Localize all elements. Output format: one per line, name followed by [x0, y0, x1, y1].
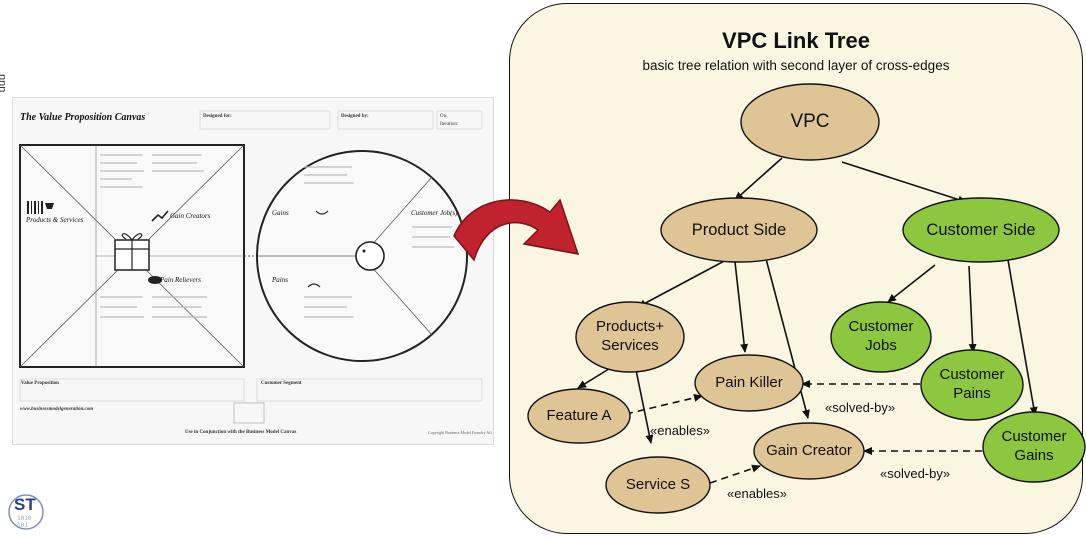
- edge-label-solved-by-2: «solved-by»: [880, 466, 951, 481]
- edge-product-ps: [637, 258, 729, 308]
- canvas-pain-relievers: Pain Relievers: [160, 276, 202, 284]
- canvas-on: On:: [440, 114, 448, 119]
- tree-title: VPC Link Tree: [722, 28, 870, 53]
- node-vpc-label: VPC: [790, 111, 830, 132]
- node-product-side: [660, 197, 818, 263]
- canvas-customer-jobs: Customer Job(s): [411, 209, 458, 217]
- node-pain-killer-label: Pain Killer: [715, 374, 783, 391]
- node-products-services-line1: Products+: [596, 318, 664, 335]
- node-service-s-label: Service S: [625, 476, 691, 493]
- node-customer-gains-label: Customer Gains: [983, 428, 1085, 466]
- canvas-gains: Gains: [272, 209, 289, 217]
- node-customer-jobs-line2: Jobs: [865, 336, 897, 354]
- canvas-drawing: [19, 110, 483, 424]
- canvas-footer: Use in Conjunction with the Business Mod…: [185, 430, 297, 435]
- red-curved-arrow-icon: [453, 198, 580, 262]
- edge-customer-gains: [1007, 259, 1038, 416]
- canvas-website: www.businessmodelgeneration.com: [20, 407, 94, 412]
- node-products-services-line2: Services: [601, 336, 659, 354]
- edge-vpc-customer: [841, 161, 967, 204]
- tree-subtitle: basic tree relation with second layer of…: [642, 58, 950, 73]
- node-customer-pains: [920, 349, 1024, 421]
- node-customer-pains-line2: Pains: [953, 384, 991, 402]
- canvas-gain-creators: Gain Creators: [170, 212, 211, 220]
- canvas-value-proposition: Value Proposition: [21, 381, 59, 386]
- node-pain-killer: [694, 354, 804, 412]
- node-customer-jobs-line1: Customer: [848, 318, 914, 335]
- node-customer-side-label: Customer Side: [926, 221, 1036, 239]
- node-customer-jobs: [830, 301, 932, 373]
- svg-text:1010: 1010: [17, 515, 32, 522]
- edge-ps-featurea: [577, 366, 613, 389]
- node-product-side-label: Product Side: [691, 221, 787, 239]
- node-gain-creator-label: Gain Creator: [766, 442, 852, 459]
- canvas-products-services: Products & Services: [26, 216, 84, 224]
- edge-ps-services: [635, 369, 654, 444]
- edge-label-enables-2: «enables»: [727, 486, 787, 501]
- node-products-services-label: Products+ Services: [576, 318, 684, 356]
- node-products-services: [575, 301, 685, 373]
- canvas-iteration: Iteration:: [440, 122, 459, 127]
- node-customer-jobs-label: Customer Jobs: [831, 318, 931, 356]
- node-vpc: [740, 83, 880, 161]
- edge-customer-pains: [968, 265, 977, 353]
- node-customer-pains-line1: Customer: [939, 366, 1005, 383]
- node-customer-side: [902, 197, 1060, 263]
- canvas-designed-by: Designed by:: [341, 114, 369, 119]
- edge-product-painkiller: [734, 261, 749, 353]
- edge-vpc-product: [734, 157, 783, 201]
- edge-label-solved-by-1: «solved-by»: [825, 400, 896, 415]
- edge-label-enables-1: «enables»: [650, 423, 710, 438]
- canvas-title: The Value Proposition Canvas: [20, 112, 146, 123]
- node-feature-a-label: Feature A: [546, 407, 612, 424]
- canvas-copyright: Copyright Business Model Foundry AG: [428, 430, 493, 435]
- node-gain-creator: [753, 422, 865, 480]
- node-feature-a: [527, 388, 631, 444]
- node-customer-pains-label: Customer Pains: [921, 366, 1023, 404]
- edge-featurea-painkiller: [625, 393, 703, 415]
- edge-services-gaincreator: [709, 464, 761, 484]
- node-service-s: [605, 456, 711, 514]
- canvas-customer-segment: Customer Segment: [261, 381, 302, 386]
- edge-customer-jobs: [887, 264, 936, 303]
- svg-text:101: 101: [17, 522, 28, 529]
- node-customer-gains-line2: Gains: [1014, 446, 1054, 464]
- canvas-pains: Pains: [272, 276, 288, 284]
- node-customer-gains: [982, 411, 1086, 483]
- canvas-designed-for: Designed for:: [203, 114, 232, 119]
- svg-text:ST: ST: [14, 495, 36, 514]
- node-customer-gains-line1: Customer: [1001, 428, 1067, 445]
